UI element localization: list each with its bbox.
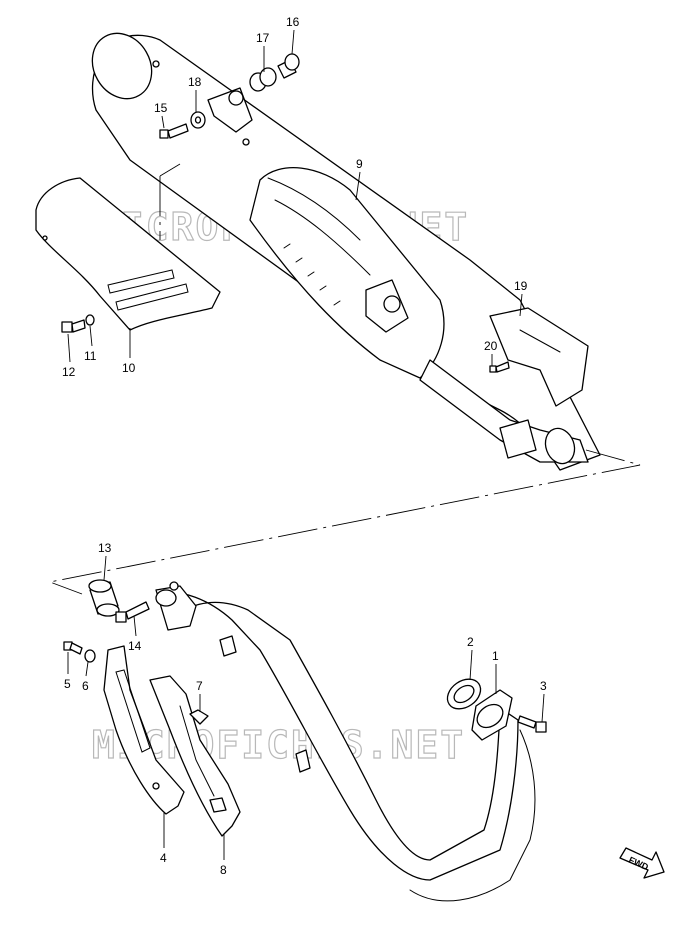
callout-10: 10 [122, 361, 136, 375]
bolt-3 [517, 715, 547, 733]
callout-1: 1 [492, 649, 499, 663]
bolt-14 [115, 601, 150, 623]
fwd-direction-badge: FWD [619, 847, 665, 879]
collar-17 [249, 67, 277, 92]
reference-line [48, 449, 641, 595]
callout-5: 5 [64, 677, 71, 691]
bolt-5 [63, 641, 83, 655]
callout-labels: 1 2 3 4 5 6 7 8 9 10 11 12 13 14 15 16 1… [62, 15, 547, 877]
protector-4 [103, 645, 185, 815]
callout-13: 13 [98, 541, 112, 555]
washer-6 [84, 649, 96, 663]
callout-9: 9 [356, 157, 363, 171]
callout-6: 6 [82, 679, 89, 693]
bolt-12 [61, 319, 86, 333]
callout-8: 8 [220, 863, 227, 877]
joint-flange-1 [471, 689, 513, 741]
washer-11 [85, 314, 95, 326]
callout-15: 15 [154, 101, 168, 115]
callout-leaders [67, 29, 545, 860]
gasket-ring-2 [446, 678, 482, 710]
callout-20: 20 [484, 339, 498, 353]
bolt-15 [159, 123, 189, 139]
callout-3: 3 [540, 679, 547, 693]
muffler-assembly [91, 32, 601, 471]
bolt-16 [277, 53, 300, 79]
bolt-7 [189, 709, 209, 725]
heat-shield [35, 177, 221, 331]
callout-16: 16 [286, 15, 300, 29]
protector-8 [149, 675, 241, 837]
callout-18: 18 [188, 75, 202, 89]
callout-19: 19 [514, 279, 528, 293]
callout-2: 2 [467, 635, 474, 649]
bolt-20 [489, 361, 510, 373]
gasket-13 [88, 579, 120, 617]
callout-17: 17 [256, 31, 270, 45]
callout-7: 7 [196, 679, 203, 693]
callout-4: 4 [160, 851, 167, 865]
callout-11: 11 [84, 349, 97, 363]
callout-14: 14 [128, 639, 142, 653]
callout-12: 12 [62, 365, 76, 379]
pad-cushion [489, 307, 589, 407]
